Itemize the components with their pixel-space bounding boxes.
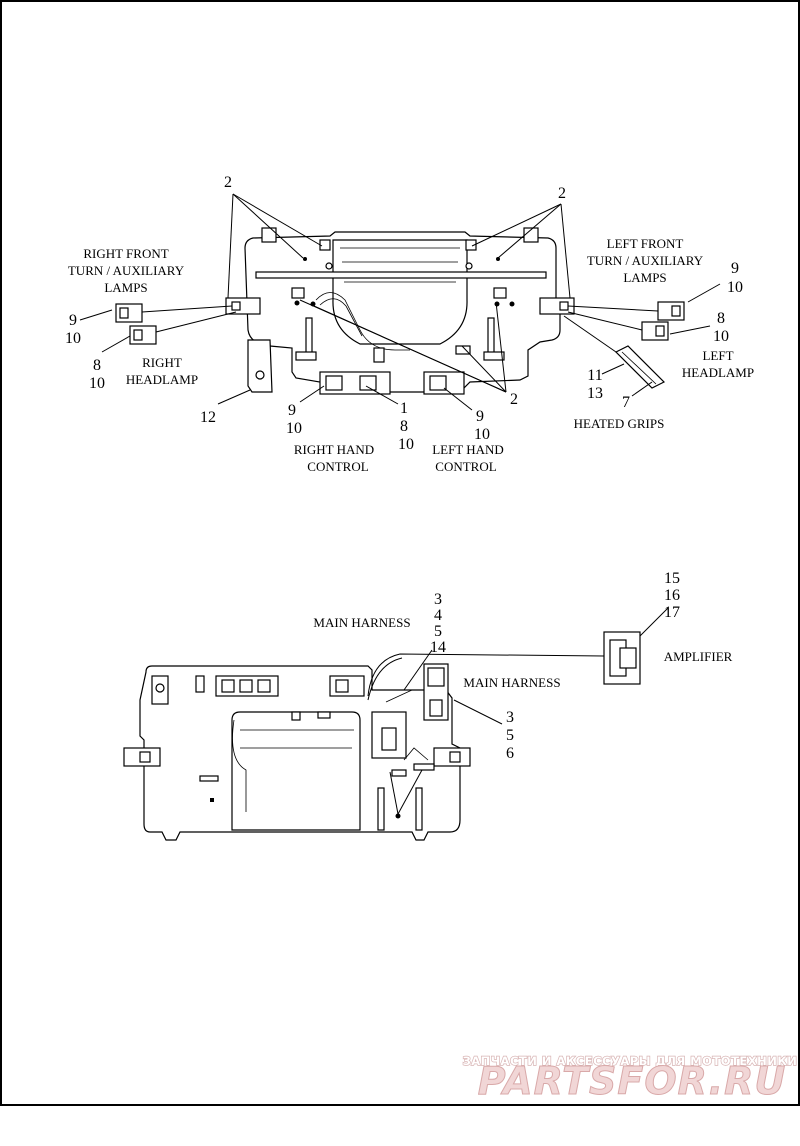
amplifier-label: AMPLIFIER — [664, 649, 733, 664]
left-headlamp-label-2: HEADLAMP — [682, 365, 754, 380]
callout-2: 2 — [224, 174, 232, 191]
left-hand-control-label-2: CONTROL — [435, 459, 496, 474]
right-headlamp-label-2: HEADLAMP — [126, 372, 198, 387]
callout-10: 10 — [713, 328, 729, 345]
callout-5: 5 — [506, 727, 514, 744]
callout-numbers: 2 2 2 9 10 8 10 12 9 10 1 8 10 9 10 9 10… — [65, 174, 743, 762]
main-harness-label-2: MAIN HARNESS — [463, 675, 560, 690]
callout-11: 11 — [587, 367, 602, 384]
callout-9: 9 — [288, 402, 296, 419]
callout-10: 10 — [398, 436, 414, 453]
heated-grips-connector — [614, 345, 666, 389]
left-front-turn-label-1: LEFT FRONT — [607, 236, 684, 251]
left-hand-control-label-1: LEFT HAND — [432, 442, 504, 457]
upper-labels: RIGHT FRONT TURN / AUXILIARY LAMPS LEFT … — [68, 236, 754, 474]
callout-10: 10 — [65, 330, 81, 347]
lower-labels: MAIN HARNESS MAIN HARNESS AMPLIFIER — [313, 615, 732, 690]
left-front-turn-label-2: TURN / AUXILIARY — [587, 253, 704, 268]
watermark-tagline: ЗАПЧАСТИ И АКСЕССУАРЫ ДЛЯ МОТОТЕХНИКИ — [463, 1054, 798, 1068]
upper-leader-lines — [79, 193, 721, 411]
left-headlamp-connector — [641, 321, 669, 341]
lower-bracket-assembly — [123, 653, 605, 841]
callout-15: 15 — [664, 570, 680, 587]
right-front-turn-label-3: LAMPS — [104, 280, 147, 295]
right-hand-control-label-1: RIGHT HAND — [294, 442, 374, 457]
callout-8: 8 — [400, 418, 408, 435]
right-headlamp-connector — [129, 325, 157, 345]
lower-leader-lines — [389, 607, 669, 815]
amplifier-connector — [603, 631, 641, 685]
callout-8: 8 — [93, 357, 101, 374]
callout-2: 2 — [510, 391, 518, 408]
callout-5: 5 — [434, 623, 442, 640]
right-hand-control-label-2: CONTROL — [307, 459, 368, 474]
callout-16: 16 — [664, 587, 680, 604]
right-turn-lamp-connector — [115, 303, 143, 323]
callout-12: 12 — [200, 409, 216, 426]
left-turn-lamp-connector — [657, 301, 685, 321]
callout-14: 14 — [430, 639, 446, 656]
callout-10: 10 — [474, 426, 490, 443]
right-headlamp-label-1: RIGHT — [142, 355, 182, 370]
heated-grips-label: HEATED GRIPS — [574, 416, 665, 431]
watermark-logo: PARTSFOR.RU — [478, 1059, 786, 1103]
callout-8: 8 — [717, 310, 725, 327]
callout-10: 10 — [89, 375, 105, 392]
page-border — [0, 0, 800, 1106]
main-harness-label-1: MAIN HARNESS — [313, 615, 410, 630]
callout-3: 3 — [506, 709, 514, 726]
left-front-turn-label-3: LAMPS — [623, 270, 666, 285]
callout-13: 13 — [587, 385, 603, 402]
right-front-turn-label-2: TURN / AUXILIARY — [68, 263, 185, 278]
callout-7: 7 — [622, 394, 630, 411]
callout-3: 3 — [434, 591, 442, 608]
left-headlamp-label-1: LEFT — [702, 348, 733, 363]
callout-6: 6 — [506, 745, 514, 762]
callout-1: 1 — [400, 400, 408, 417]
callout-2: 2 — [558, 185, 566, 202]
callout-10: 10 — [727, 279, 743, 296]
callout-4: 4 — [434, 607, 442, 624]
callout-9: 9 — [731, 260, 739, 277]
upper-fairing-assembly — [115, 227, 685, 395]
callout-9: 9 — [476, 408, 484, 425]
right-front-turn-label-1: RIGHT FRONT — [83, 246, 168, 261]
callout-10: 10 — [286, 420, 302, 437]
callout-17: 17 — [664, 604, 680, 621]
watermark: ЗАПЧАСТИ И АКСЕССУАРЫ ДЛЯ МОТОТЕХНИКИ PA… — [462, 1053, 798, 1103]
callout-9: 9 — [69, 312, 77, 329]
